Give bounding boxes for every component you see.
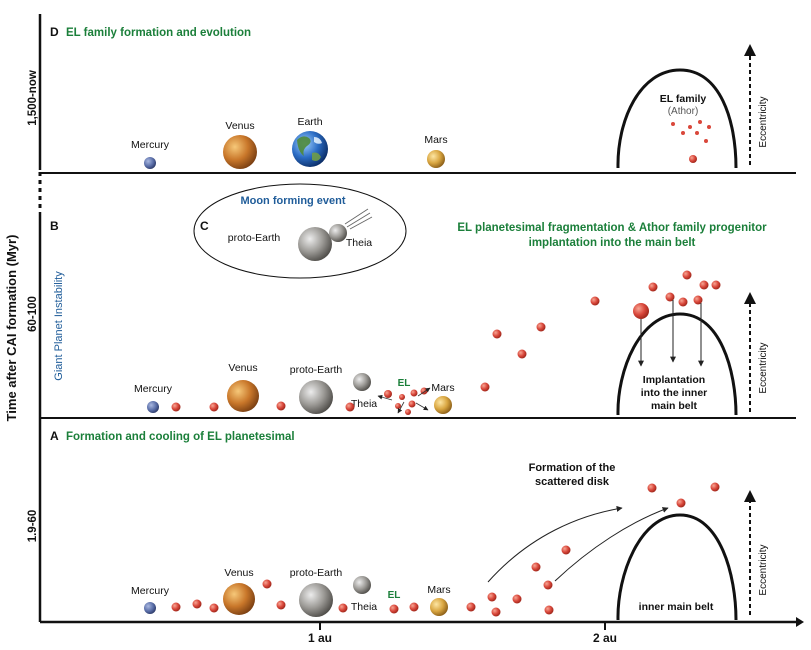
panel-b: B Giant Planet Instability EL planetesim… — [50, 219, 769, 416]
el-label-a: EL — [388, 590, 401, 601]
earth-planet — [292, 131, 328, 167]
planetesimals-a — [171, 482, 720, 617]
mars-label-a: Mars — [427, 584, 450, 596]
theia-b — [353, 373, 371, 391]
proto-earth-b — [299, 380, 333, 414]
scatter-arrows — [487, 505, 669, 583]
scattered-disk-line1: Formation of the — [529, 462, 616, 474]
proto-earth-a — [299, 583, 333, 617]
panel-b-title-line2: implantation into the main belt — [529, 237, 696, 249]
panel-d-letter: D — [50, 25, 59, 39]
axes — [38, 14, 804, 630]
panel-b-letter: B — [50, 219, 59, 233]
panel-a-letter: A — [50, 429, 59, 443]
mars-planet-b — [434, 396, 452, 414]
panel-d: D EL family formation and evolution Merc… — [50, 25, 769, 169]
panel-b-title-line1: EL planetesimal fragmentation & Athor fa… — [457, 222, 767, 234]
mercury-planet-a — [144, 602, 156, 614]
panel-d-title: EL family formation and evolution — [66, 27, 251, 39]
y-tick-60-100: 60-100 — [27, 296, 39, 332]
scattered-planetesimals-b — [480, 270, 721, 392]
y-axis-label: Time after CAI formation (Myr) — [4, 235, 19, 422]
main-belt-envelope-d — [616, 68, 738, 169]
panel-c-title: Moon forming event — [240, 195, 345, 207]
panel-c-theia — [329, 224, 347, 242]
mars-label: Mars — [424, 134, 447, 146]
panel-c-proto-earth — [298, 227, 332, 261]
mercury-label: Mercury — [131, 139, 170, 151]
proto-earth-label-a: proto-Earth — [290, 567, 343, 579]
mercury-planet-b — [147, 401, 159, 413]
panel-c-letter: C — [200, 219, 209, 233]
mercury-label-b: Mercury — [134, 383, 173, 395]
proto-earth-label-b: proto-Earth — [290, 364, 343, 376]
theia-label-a: Theia — [351, 601, 377, 613]
inner-main-belt-label: inner main belt — [639, 601, 714, 613]
inner-planetesimals-b — [171, 401, 355, 412]
panel-a: A Formation and cooling of EL planetesim… — [50, 429, 769, 621]
earth-label: Earth — [297, 116, 322, 128]
eccentricity-label-b: Eccentricity — [758, 342, 769, 393]
theia-a — [353, 576, 371, 594]
venus-planet — [223, 135, 257, 169]
eccentricity-label-d: Eccentricity — [758, 96, 769, 147]
panel-c-proto-earth-label: proto-Earth — [228, 232, 281, 244]
implantation-line2: into the inner — [641, 387, 708, 399]
venus-label-b: Venus — [228, 362, 257, 374]
mars-planet-a — [430, 598, 448, 616]
mercury-label-a: Mercury — [131, 585, 170, 597]
panel-a-title: Formation and cooling of EL planetesimal — [66, 431, 295, 443]
theia-label-b: Theia — [351, 398, 377, 410]
impact-trail — [344, 208, 373, 230]
venus-planet-a — [223, 583, 255, 615]
implantation-arrows — [638, 300, 704, 367]
scattered-disk-line2: scattered disk — [535, 476, 610, 488]
implantation-line1: Implantation — [643, 374, 705, 386]
el-family-label: EL family — [660, 93, 707, 105]
el-family-sub: (Athor) — [668, 106, 699, 117]
x-tick-1au: 1 au — [308, 631, 332, 645]
y-tick-1.9-60: 1.9-60 — [27, 510, 39, 543]
el-fragmentation-b — [377, 387, 431, 415]
mercury-planet — [144, 157, 156, 169]
panel-b-side-label: Giant Planet Instability — [53, 271, 65, 381]
venus-label: Venus — [225, 120, 254, 132]
el-label-b: EL — [398, 378, 411, 389]
main-belt-envelope-b — [616, 312, 738, 416]
mars-planet — [427, 150, 445, 168]
y-tick-1500: 1,500-now — [27, 70, 39, 126]
eccentricity-label-a: Eccentricity — [758, 544, 769, 595]
mars-label-b: Mars — [431, 382, 454, 394]
venus-planet-b — [227, 380, 259, 412]
panel-c-inset: Moon forming event C proto-Earth Theia — [193, 183, 407, 279]
x-tick-2au: 2 au — [593, 631, 617, 645]
venus-label-a: Venus — [224, 567, 253, 579]
implantation-line3: main belt — [651, 400, 698, 412]
panel-c-theia-label: Theia — [346, 237, 372, 249]
main-belt-envelope-a — [616, 513, 738, 621]
el-family-fragments — [671, 120, 711, 163]
